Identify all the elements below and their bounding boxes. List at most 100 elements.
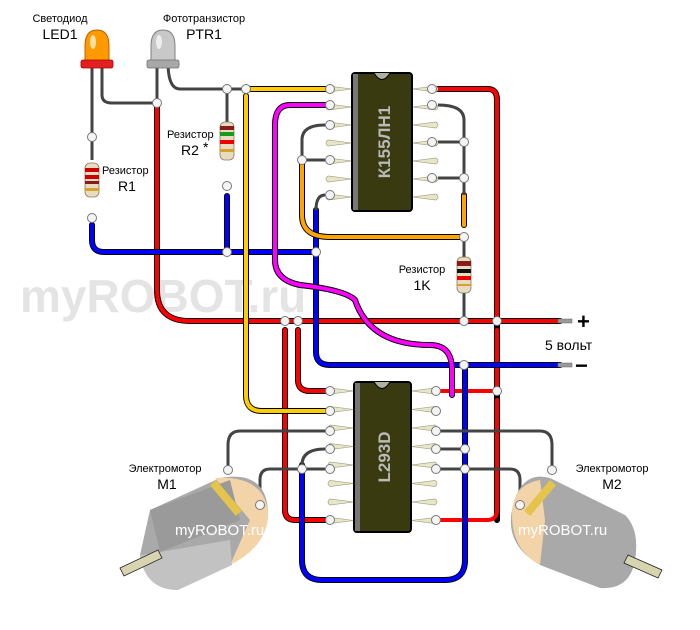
r1k-ref-label: 1K bbox=[413, 277, 431, 293]
motor-m1-icon: myROBOT.ru bbox=[119, 476, 269, 590]
junction-node bbox=[87, 213, 97, 223]
wire-signal-orange bbox=[299, 157, 467, 240]
junction-nodes bbox=[87, 84, 557, 525]
junction-node bbox=[460, 464, 470, 474]
junction-node bbox=[325, 155, 335, 165]
junction-node bbox=[431, 406, 441, 416]
m1-name-label: Электромотор bbox=[129, 463, 202, 475]
chip-pin bbox=[411, 121, 439, 129]
r1k-name-label: Резистор bbox=[399, 264, 446, 276]
m2-name-label: Электромотор bbox=[576, 463, 649, 475]
wire-positive-bus bbox=[154, 86, 563, 523]
junction-node bbox=[325, 444, 335, 454]
chip-pin bbox=[327, 498, 355, 506]
junction-node bbox=[280, 316, 290, 326]
minus-sign: − bbox=[575, 353, 588, 378]
wires bbox=[89, 60, 563, 583]
junction-node bbox=[223, 465, 233, 475]
junction-node bbox=[152, 98, 162, 108]
junction-node bbox=[459, 360, 469, 370]
junction-node bbox=[222, 181, 232, 191]
r2-name-label: Резистор bbox=[167, 129, 214, 141]
power-terminals: + − 5 вольт bbox=[545, 309, 593, 378]
junction-node bbox=[325, 100, 335, 110]
wire-signal-magenta bbox=[272, 102, 455, 398]
chip-pin bbox=[327, 480, 355, 487]
junction-node bbox=[293, 316, 303, 326]
junction-node bbox=[325, 515, 335, 525]
r1-name-label: Резистор bbox=[102, 165, 149, 177]
m2-ref-label: M2 bbox=[602, 476, 622, 492]
chip-k155ln1-label: К155ЛН1 bbox=[375, 106, 394, 178]
phototransistor-component: Фототранзистор PTR1 bbox=[146, 13, 245, 69]
r2-mark: * bbox=[203, 139, 209, 155]
junction-node bbox=[325, 84, 335, 94]
wire-ground-bus bbox=[89, 193, 563, 583]
chip-pin bbox=[325, 175, 353, 183]
junction-node bbox=[297, 464, 307, 474]
plus-terminal bbox=[557, 318, 573, 324]
m2-watermark: myROBOT.ru bbox=[518, 522, 607, 539]
junction-node bbox=[325, 120, 335, 130]
chip-pin bbox=[410, 498, 438, 506]
resistor-1k: Резистор 1K bbox=[399, 256, 472, 294]
junction-node bbox=[427, 100, 437, 110]
junction-node bbox=[325, 406, 335, 416]
motor-m1: Электромотор M1 myROBOT.ru bbox=[119, 463, 269, 590]
junction-node bbox=[222, 84, 232, 94]
junction-node bbox=[325, 426, 335, 436]
junction-node bbox=[311, 247, 321, 257]
junction-node bbox=[87, 132, 97, 142]
chip-k155ln1: К155ЛН1 bbox=[325, 72, 439, 212]
junction-node bbox=[431, 426, 441, 436]
junction-node bbox=[431, 444, 441, 454]
junction-node bbox=[459, 173, 469, 183]
junction-node bbox=[325, 464, 335, 474]
phototransistor-icon bbox=[146, 29, 180, 69]
junction-node bbox=[547, 465, 557, 475]
junction-node bbox=[222, 247, 232, 257]
junction-node bbox=[241, 84, 251, 94]
junction-node bbox=[297, 155, 307, 165]
led-component: Светодиод LED1 bbox=[32, 13, 114, 69]
chip-l293d: L293D bbox=[327, 381, 438, 533]
chip-l293d-label: L293D bbox=[375, 431, 394, 482]
wire-signal-yellow bbox=[243, 86, 328, 414]
plus-sign: + bbox=[577, 309, 590, 334]
junction-node bbox=[459, 232, 469, 242]
chip-pin bbox=[411, 157, 439, 165]
junction-node bbox=[459, 137, 469, 147]
junction-node bbox=[460, 444, 470, 454]
chip-pin bbox=[411, 193, 439, 201]
resistor-r2-icon bbox=[219, 121, 235, 161]
led-name-label: Светодиод bbox=[32, 13, 88, 25]
junction-node bbox=[427, 84, 437, 94]
ptr-ref-label: PTR1 bbox=[186, 26, 222, 42]
m1-watermark: myROBOT.ru bbox=[175, 522, 264, 539]
junction-node bbox=[431, 464, 441, 474]
junction-node bbox=[492, 386, 502, 396]
m1-ref-label: M1 bbox=[157, 476, 177, 492]
motor-m2-icon: myROBOT.ru bbox=[510, 476, 663, 589]
junction-node bbox=[515, 500, 525, 510]
chip-pin bbox=[325, 139, 353, 147]
junction-node bbox=[427, 137, 437, 147]
resistor-r2: Резистор R2 * bbox=[167, 121, 235, 161]
motor-m2: Электромотор M2 myROBOT.ru bbox=[510, 463, 663, 589]
minus-terminal bbox=[557, 362, 573, 368]
chip-pin bbox=[410, 480, 438, 487]
junction-node bbox=[325, 386, 335, 396]
ptr-name-label: Фототранзистор bbox=[163, 13, 245, 25]
junction-node bbox=[255, 500, 265, 510]
junction-node bbox=[459, 316, 469, 326]
resistor-r1: Резистор R1 bbox=[84, 162, 149, 198]
junction-node bbox=[492, 316, 502, 326]
r1-ref-label: R1 bbox=[118, 178, 136, 194]
led-icon bbox=[80, 29, 114, 69]
junction-node bbox=[431, 515, 441, 525]
r2-ref-label: R2 bbox=[181, 142, 199, 158]
junction-node bbox=[325, 190, 335, 200]
voltage-label: 5 вольт bbox=[545, 337, 593, 353]
resistor-r1-icon bbox=[84, 162, 100, 198]
